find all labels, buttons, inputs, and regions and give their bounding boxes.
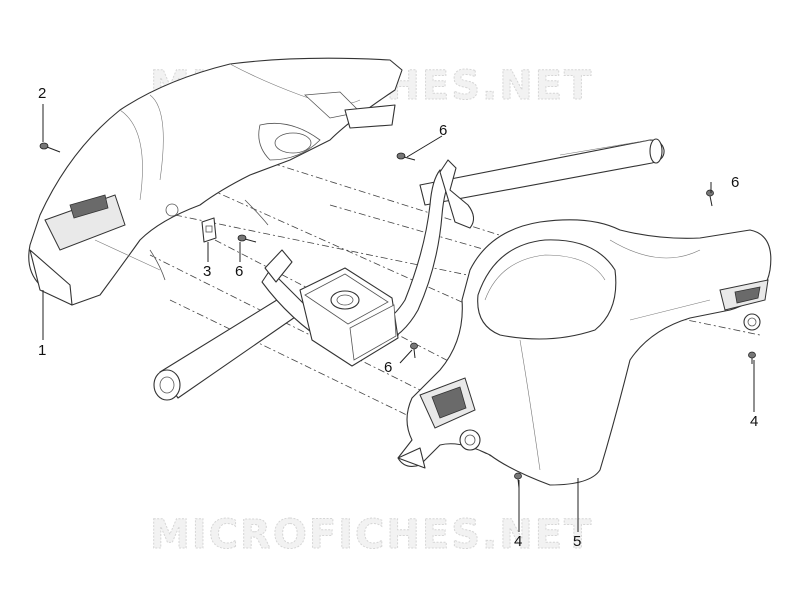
callout-part-3: 3 [203,263,211,280]
clip-nut-icon [201,217,217,243]
screw-icon-part-6-top [396,152,416,161]
callout-leaders [42,104,755,532]
callout-part-6-lower: 6 [384,359,392,376]
screw-icon-part-6-right [706,189,714,207]
callout-part-5: 5 [573,533,581,550]
screw-icon-part-6-mid [237,234,257,243]
callout-part-4-right: 4 [750,413,758,430]
front-handlebar-cover-icon [397,219,772,486]
callout-part-2: 2 [38,85,46,102]
screw-icon-part-4-right [748,351,756,364]
rear-handlebar-cover-icon [28,57,403,306]
screw-icon-part-4-bottom [514,472,522,489]
callout-part-6-right: 6 [731,174,739,191]
callout-part-6-mid: 6 [235,263,243,280]
callout-part-4-bottom: 4 [514,533,522,550]
callout-part-6-top: 6 [439,122,447,139]
callout-part-1: 1 [38,342,46,359]
screw-icon-part-6-lower [410,342,418,359]
handlebar-assembly [153,138,665,401]
watermark-bottom: MICROFICHES.NET [150,512,593,558]
screw-icon-part-2 [39,142,61,153]
